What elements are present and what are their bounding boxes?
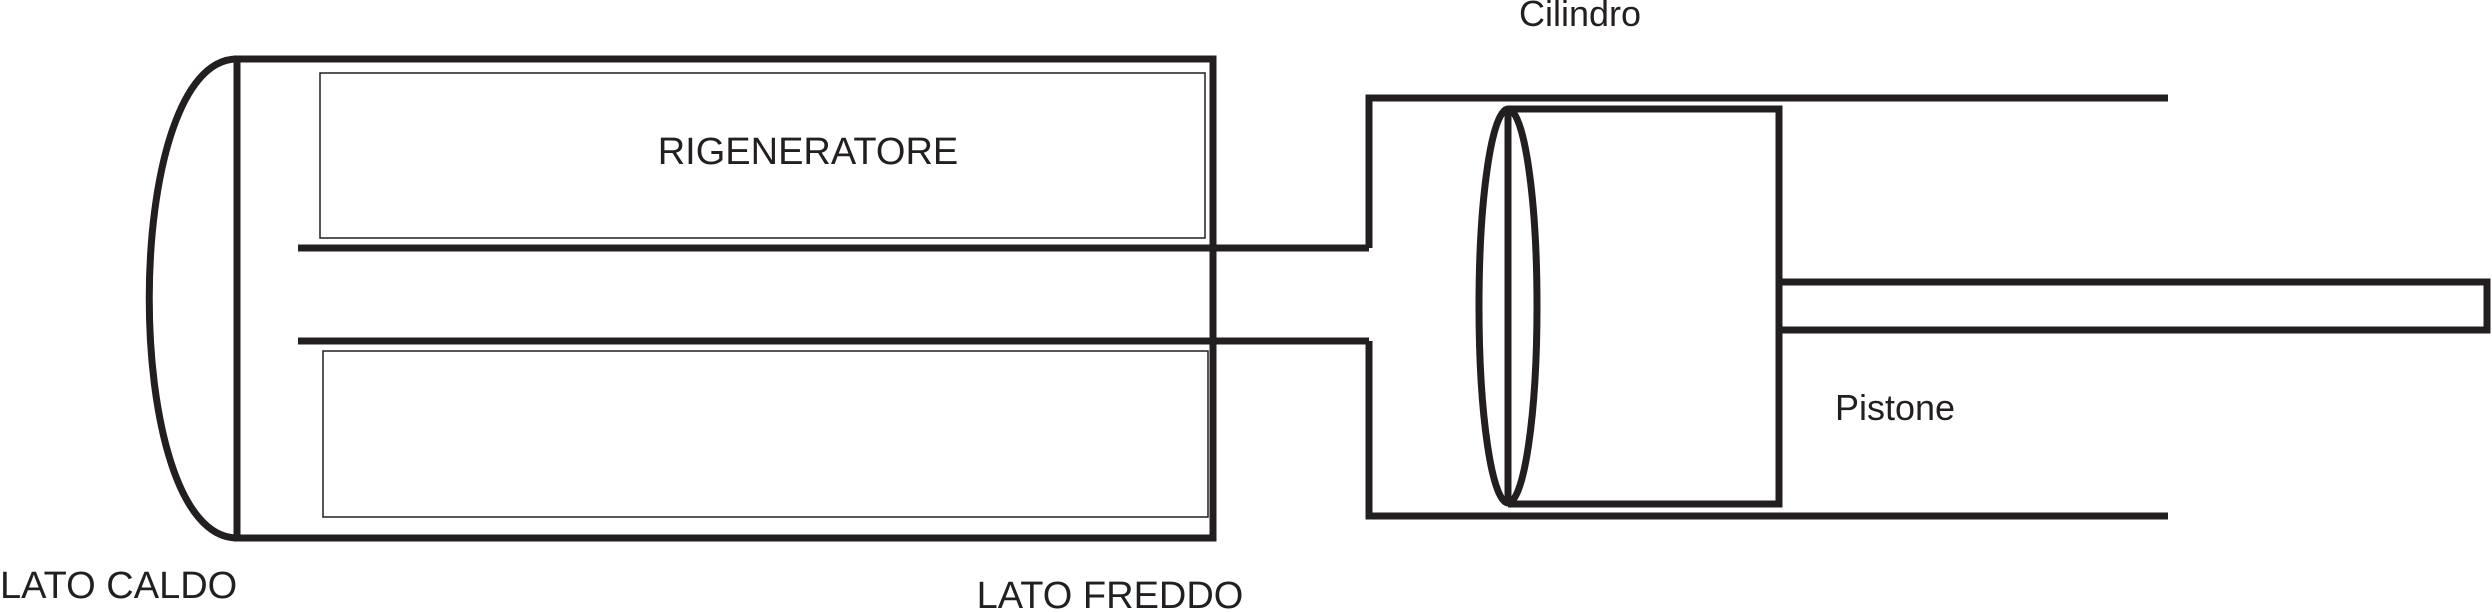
regenerator-housing bbox=[233, 55, 1217, 542]
regenerator-lower-block bbox=[322, 350, 1209, 518]
label-pistone: Pistone bbox=[1835, 387, 1955, 428]
cylinder-upper-wall bbox=[1365, 94, 2168, 248]
label-lato-freddo: LATO FREDDO bbox=[977, 575, 1244, 612]
label-cilindro: Cilindro bbox=[1519, 0, 1641, 34]
hot-side-dome bbox=[145, 55, 238, 542]
regenerator-upper-block bbox=[319, 72, 1206, 239]
cylinder-lower-wall bbox=[1365, 341, 2168, 520]
label-rigeneratore: RIGENERATORE bbox=[658, 131, 959, 173]
label-lato-caldo: LATO CALDO bbox=[0, 565, 237, 607]
piston-face-ellipse bbox=[1475, 105, 1541, 507]
piston-body bbox=[1508, 105, 1783, 508]
piston-rod bbox=[1779, 278, 2491, 334]
